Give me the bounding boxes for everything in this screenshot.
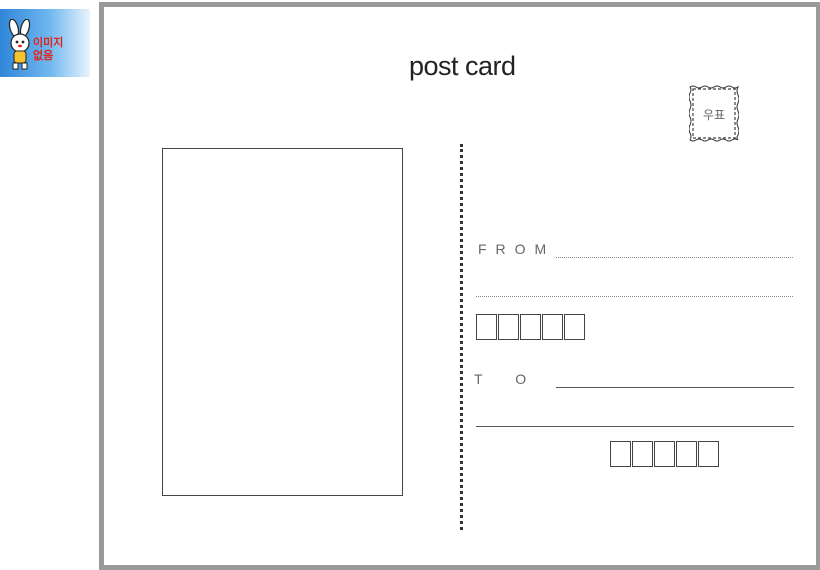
to-address-line-1	[556, 387, 794, 388]
zip-box	[676, 441, 697, 467]
badge-text-line2: 없음	[33, 49, 54, 62]
zip-box	[654, 441, 675, 467]
postcard-title: post card	[409, 51, 516, 81]
from-zip-code-boxes	[476, 314, 586, 340]
postcard: post card 우표 FROM TO	[99, 2, 820, 570]
to-label: TO	[474, 371, 560, 387]
zip-box	[542, 314, 563, 340]
bunny-mascot-icon	[8, 19, 31, 70]
zip-box	[476, 314, 497, 340]
zip-box	[564, 314, 585, 340]
zip-box	[698, 441, 719, 467]
badge-text-line1: 이미지	[33, 36, 64, 49]
stamp-label: 우표	[702, 108, 726, 122]
zip-box	[632, 441, 653, 467]
photo-area	[162, 148, 403, 496]
no-image-badge: 이미지 없음	[0, 9, 90, 77]
stamp-placeholder-icon	[689, 85, 739, 142]
from-label: FROM	[478, 241, 556, 257]
zip-box	[498, 314, 519, 340]
dotted-divider	[460, 144, 463, 530]
zip-box	[520, 314, 541, 340]
zip-box	[610, 441, 631, 467]
from-address-line-1	[556, 257, 793, 258]
from-address-line-2	[476, 296, 793, 297]
to-address-line-2	[476, 426, 794, 427]
to-zip-code-boxes	[610, 441, 720, 467]
